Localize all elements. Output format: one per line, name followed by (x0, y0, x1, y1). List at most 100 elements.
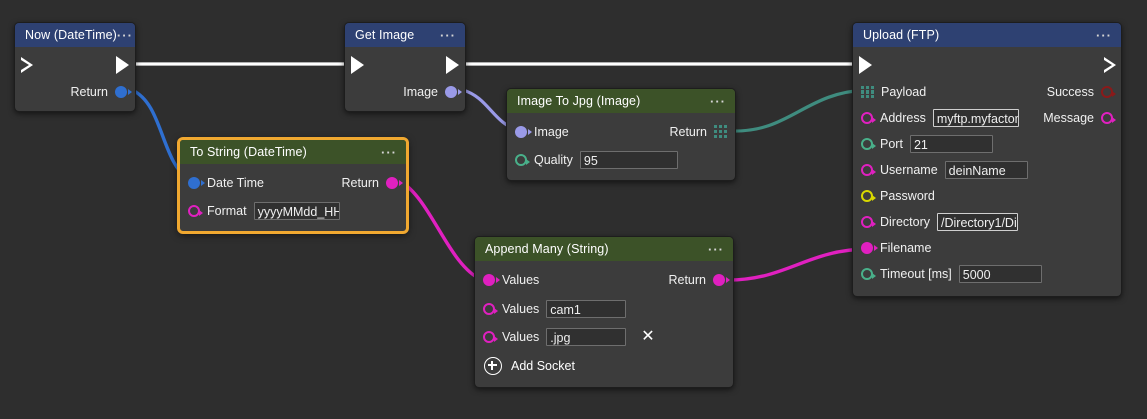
node-header[interactable]: To String (DateTime) ··· (180, 140, 406, 164)
pin-payload-bytes-grid-icon[interactable] (861, 86, 874, 99)
pin-message[interactable] (1101, 112, 1113, 124)
node-header[interactable]: Image To Jpg (Image) ··· (507, 89, 735, 113)
pin-success[interactable] (1101, 86, 1113, 98)
row-values-1[interactable]: Values cam1 (475, 295, 733, 323)
directory-input[interactable]: /Directory1/Dir (937, 213, 1018, 231)
node-menu-button[interactable]: ··· (708, 246, 724, 253)
exec-out-icon[interactable] (446, 56, 459, 74)
row-image[interactable]: Image Return (507, 117, 735, 146)
input-label: Values (502, 302, 539, 316)
quality-input[interactable]: 95 (580, 151, 678, 169)
input-label: Filename (880, 241, 931, 255)
pin-return[interactable] (386, 177, 398, 189)
node-title: Get Image (355, 28, 414, 42)
node-upload-ftp[interactable]: Upload (FTP) ··· Payload Success Address… (852, 22, 1122, 297)
node-title: Upload (FTP) (863, 28, 939, 42)
pin-filename[interactable] (861, 242, 873, 254)
exec-in-icon[interactable] (21, 57, 32, 73)
row-values-0[interactable]: Values Return (475, 265, 733, 295)
pin-password[interactable] (861, 190, 873, 202)
exec-row (15, 51, 135, 79)
pin-return[interactable] (713, 274, 725, 286)
node-header[interactable]: Now (DateTime) ··· (15, 23, 135, 47)
wire-string-tostring-appendmany (400, 181, 482, 280)
pin-quality[interactable] (515, 154, 527, 166)
node-body: Values Return Values cam1 Values .jpg ✕ … (475, 261, 733, 387)
pin-image[interactable] (445, 86, 457, 98)
node-menu-button[interactable]: ··· (381, 149, 397, 156)
pin-values-2[interactable] (483, 331, 495, 343)
pin-return[interactable] (115, 86, 127, 98)
exec-out-icon[interactable] (116, 56, 129, 74)
pin-directory[interactable] (861, 216, 873, 228)
pin-values-0[interactable] (483, 274, 495, 286)
node-append-many-string[interactable]: Append Many (String) ··· Values Return V… (474, 236, 734, 388)
input-label: Payload (881, 85, 926, 99)
pin-date-time[interactable] (188, 177, 200, 189)
row-port[interactable]: Port 21 (853, 131, 1121, 157)
row-values-2[interactable]: Values .jpg ✕ (475, 323, 733, 351)
pin-image-input[interactable] (515, 126, 527, 138)
output-label: Message (1043, 111, 1094, 125)
node-header[interactable]: Upload (FTP) ··· (853, 23, 1121, 47)
exec-in-icon[interactable] (859, 56, 872, 74)
pin-format[interactable] (188, 205, 200, 217)
add-socket-button[interactable]: Add Socket (475, 351, 733, 377)
wire-bytes-imagetojpg-upload (731, 90, 867, 131)
row-password[interactable]: Password (853, 183, 1121, 209)
pin-timeout[interactable] (861, 268, 873, 280)
format-input[interactable]: yyyyMMdd_HH (254, 202, 340, 220)
row-timeout[interactable]: Timeout [ms] 5000 (853, 261, 1121, 287)
row-payload[interactable]: Payload Success (853, 79, 1121, 105)
row-directory[interactable]: Directory /Directory1/Dir (853, 209, 1121, 235)
address-input[interactable]: myftp.myfactor (933, 109, 1019, 127)
pin-values-1[interactable] (483, 303, 495, 315)
node-menu-button[interactable]: ··· (117, 32, 133, 39)
output-row-return[interactable]: Return (15, 79, 135, 105)
node-get-image[interactable]: Get Image ··· Image (344, 22, 466, 112)
row-quality[interactable]: Quality 95 (507, 146, 735, 174)
input-label: Format (207, 204, 247, 218)
node-header[interactable]: Append Many (String) ··· (475, 237, 733, 261)
input-label: Address (880, 111, 926, 125)
pin-address[interactable] (861, 112, 873, 124)
input-label: Timeout [ms] (880, 267, 952, 281)
exec-row (853, 51, 1121, 79)
input-label: Quality (534, 153, 573, 167)
input-label: Values (502, 330, 539, 344)
row-address[interactable]: Address myftp.myfactor Message (853, 105, 1121, 131)
values-2-input[interactable]: .jpg (546, 328, 626, 346)
remove-socket-icon[interactable]: ✕ (641, 330, 654, 344)
node-to-string-datetime[interactable]: To String (DateTime) ··· Date Time Retur… (178, 138, 408, 233)
port-input[interactable]: 21 (910, 135, 993, 153)
exec-out-icon[interactable] (1104, 57, 1115, 73)
plus-circle-icon (484, 357, 502, 375)
row-date-time[interactable]: Date Time Return (180, 168, 406, 197)
pin-return-bytes-grid-icon[interactable] (714, 125, 727, 138)
pin-username[interactable] (861, 164, 873, 176)
node-menu-button[interactable]: ··· (710, 98, 726, 105)
row-username[interactable]: Username deinName (853, 157, 1121, 183)
input-label: Values (502, 273, 539, 287)
node-title: Image To Jpg (Image) (517, 94, 640, 108)
timeout-input[interactable]: 5000 (959, 265, 1042, 283)
node-menu-button[interactable]: ··· (1096, 32, 1112, 39)
node-menu-button[interactable]: ··· (440, 32, 456, 39)
username-input[interactable]: deinName (945, 161, 1028, 179)
node-image-to-jpg[interactable]: Image To Jpg (Image) ··· Image Return Qu… (506, 88, 736, 181)
row-format[interactable]: Format yyyyMMdd_HH (180, 197, 406, 225)
node-body: Image Return Quality 95 (507, 113, 735, 180)
add-socket-label: Add Socket (511, 359, 575, 373)
input-label: Password (880, 189, 935, 203)
input-label: Image (534, 125, 569, 139)
output-label: Return (70, 85, 108, 99)
pin-port[interactable] (861, 138, 873, 150)
node-header[interactable]: Get Image ··· (345, 23, 465, 47)
exec-in-icon[interactable] (351, 56, 364, 74)
row-filename[interactable]: Filename (853, 235, 1121, 261)
output-row-image[interactable]: Image (345, 79, 465, 105)
values-1-input[interactable]: cam1 (546, 300, 626, 318)
node-now-datetime[interactable]: Now (DateTime) ··· Return (14, 22, 136, 112)
output-label: Return (341, 176, 379, 190)
